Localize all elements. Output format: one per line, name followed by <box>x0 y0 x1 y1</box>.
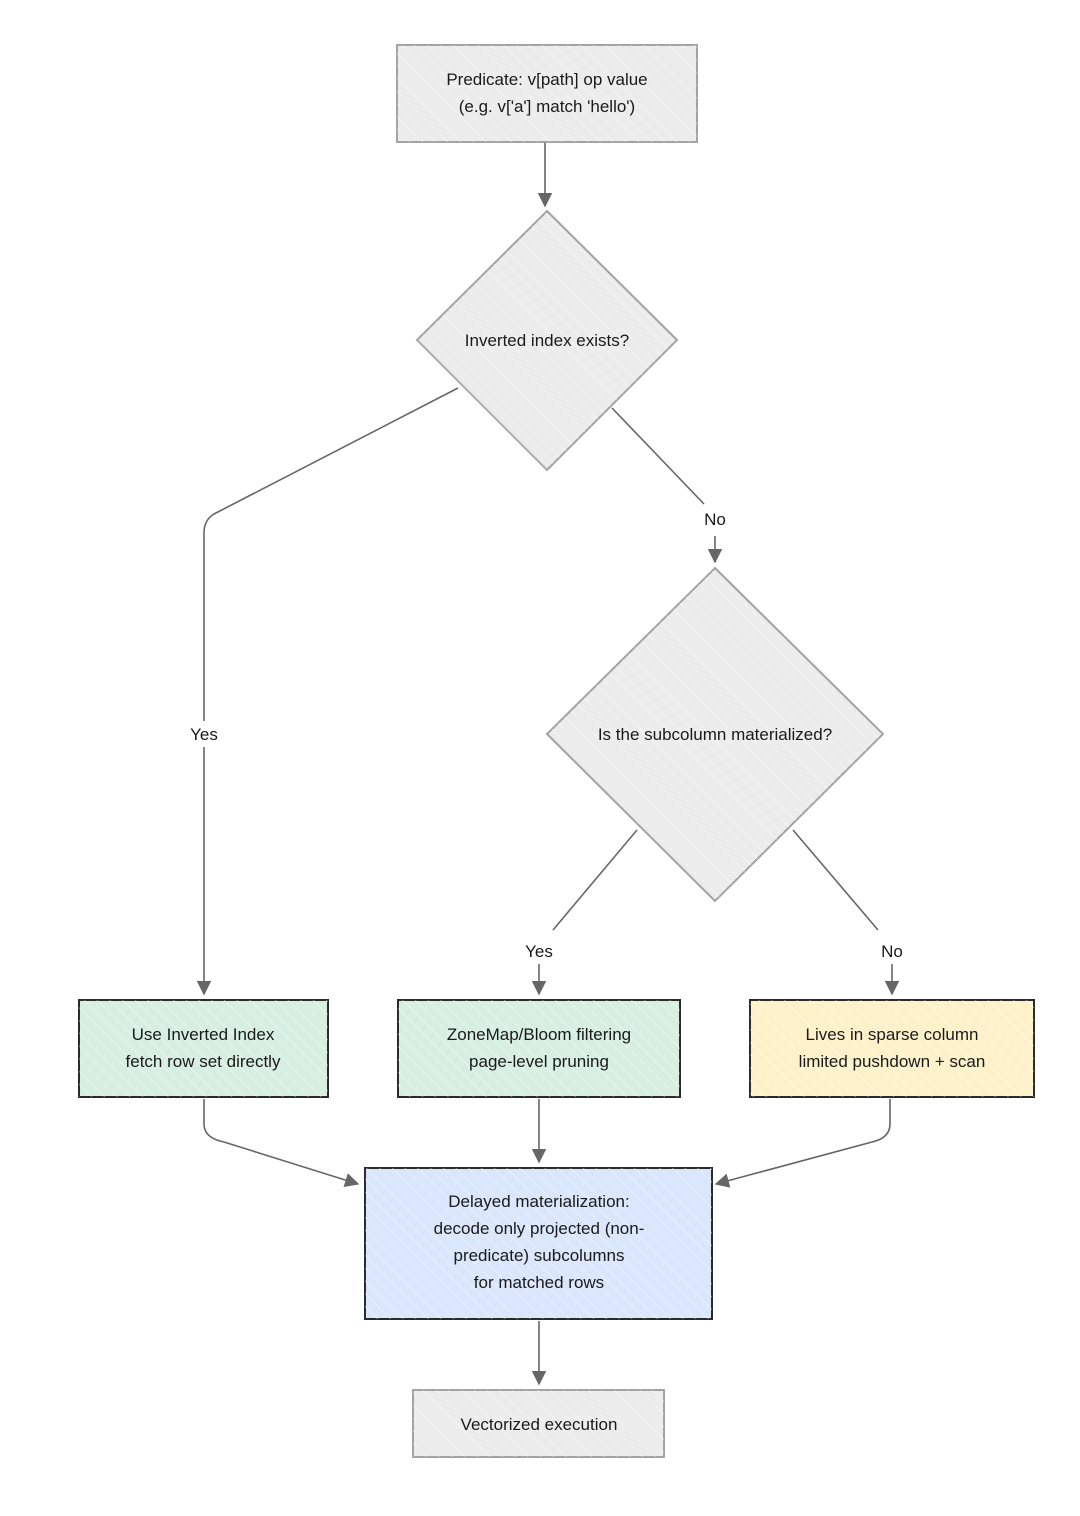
use-inverted-line-1: Use Inverted Index <box>132 1025 275 1044</box>
delayed-line-3: predicate) subcolumns <box>453 1246 624 1265</box>
inverted-index-question: Inverted index exists? <box>465 331 629 350</box>
zonemap-line-1: ZoneMap/Bloom filtering <box>447 1025 631 1044</box>
sparse-line-2: limited pushdown + scan <box>799 1052 986 1071</box>
vectorized-execution-node: Vectorized execution <box>412 1389 665 1458</box>
edge-sparse-to-delayed <box>714 1099 891 1188</box>
zonemap-line-2: page-level pruning <box>469 1052 609 1071</box>
inverted-index-decision: Inverted index exists? <box>415 209 679 472</box>
use-inverted-index-node: Use Inverted Index fetch row set directl… <box>78 999 329 1098</box>
edge-inverted-no <box>611 407 715 562</box>
delayed-materialization-node: Delayed materialization: decode only pro… <box>364 1167 713 1320</box>
sparse-line-1: Lives in sparse column <box>806 1025 979 1044</box>
edge-label-materialized-yes: Yes <box>525 942 553 961</box>
edge-materialized-yes <box>539 829 638 994</box>
predicate-line-2: (e.g. v['a'] match 'hello') <box>459 97 635 116</box>
edge-label-inverted-yes: Yes <box>190 725 218 744</box>
delayed-line-1: Delayed materialization: <box>448 1192 629 1211</box>
materialized-decision: Is the subcolumn materialized? <box>545 566 885 903</box>
edge-inverted-to-delayed <box>203 1099 360 1187</box>
predicate-node: Predicate: v[path] op value (e.g. v['a']… <box>396 44 698 143</box>
predicate-line-1: Predicate: v[path] op value <box>446 70 647 89</box>
materialized-question: Is the subcolumn materialized? <box>598 725 832 744</box>
delayed-line-4: for matched rows <box>474 1273 604 1292</box>
use-inverted-line-2: fetch row set directly <box>126 1052 281 1071</box>
edge-materialized-no <box>792 829 892 994</box>
delayed-line-2: decode only projected (non- <box>434 1219 645 1238</box>
edge-label-materialized-no: No <box>881 942 903 961</box>
edge-inverted-yes <box>196 387 459 996</box>
vectorized-label: Vectorized execution <box>461 1415 618 1434</box>
sparse-column-node: Lives in sparse column limited pushdown … <box>749 999 1035 1098</box>
edge-label-inverted-no: No <box>704 510 726 529</box>
zonemap-bloom-node: ZoneMap/Bloom filtering page-level pruni… <box>397 999 681 1098</box>
